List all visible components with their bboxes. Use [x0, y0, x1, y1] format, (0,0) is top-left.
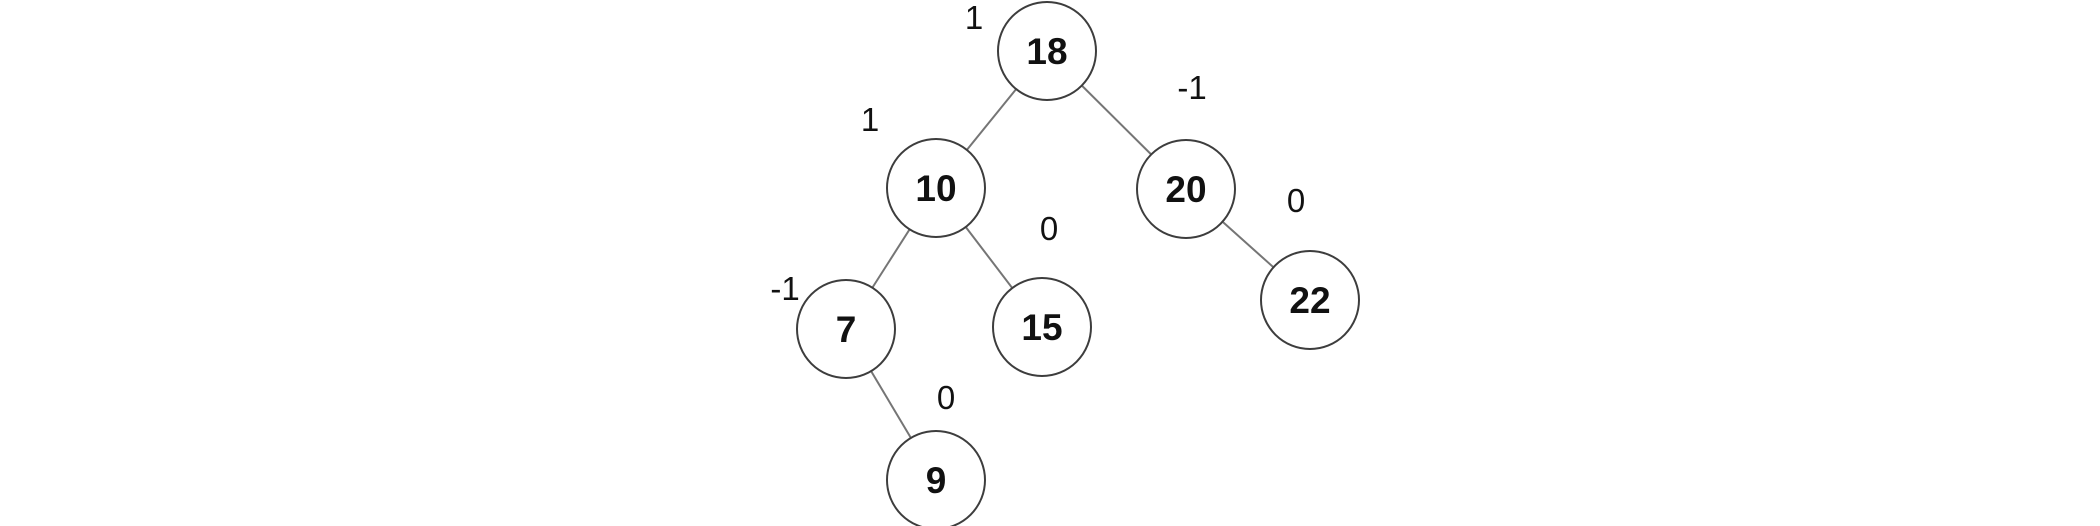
node-value-22: 22: [1289, 280, 1330, 321]
balance-label-18: 1: [965, 0, 983, 36]
tree-node-22: 22: [1260, 250, 1360, 350]
node-circle-10: [886, 138, 986, 238]
tree-node-20: 20: [1136, 139, 1236, 239]
balance-label-10: 1: [861, 101, 879, 138]
tree-node-9: 9: [886, 430, 986, 526]
node-value-18: 18: [1026, 31, 1067, 72]
balance-label-9: 0: [937, 379, 955, 416]
node-circle-9: [886, 430, 986, 526]
node-value-20: 20: [1165, 169, 1206, 210]
tree-node-7: 7: [796, 279, 896, 379]
tree-node-10: 10: [886, 138, 986, 238]
tree-node-18: 18: [997, 1, 1097, 101]
node-circle-20: [1136, 139, 1236, 239]
balance-label-22: 0: [1287, 182, 1305, 219]
node-value-9: 9: [926, 460, 947, 501]
node-value-10: 10: [915, 168, 956, 209]
node-circle-22: [1260, 250, 1360, 350]
balance-label-15: 0: [1040, 210, 1058, 247]
balance-label-20: -1: [1177, 69, 1206, 106]
node-circle-7: [796, 279, 896, 379]
tree-node-15: 15: [992, 277, 1092, 377]
balance-label-7: -1: [770, 270, 799, 307]
node-value-15: 15: [1021, 307, 1062, 348]
node-circle-15: [992, 277, 1092, 377]
node-circle-18: [997, 1, 1097, 101]
node-value-7: 7: [836, 309, 857, 350]
